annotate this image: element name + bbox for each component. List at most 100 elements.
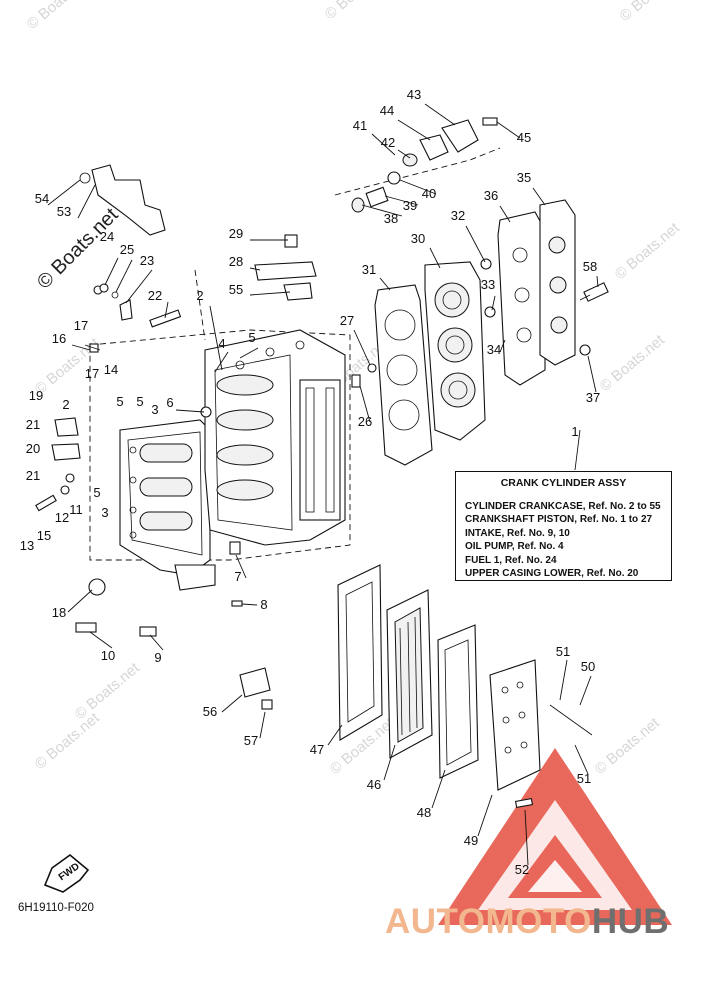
legend-row: CYLINDER CRANKCASE, Ref. No. 2 to 55 bbox=[456, 500, 671, 514]
diagram-code: 6H19110-F020 bbox=[18, 902, 94, 914]
callout-number: 21 bbox=[26, 417, 40, 432]
callout-number: 8 bbox=[260, 597, 267, 612]
legend-row: CRANKSHAFT PISTON, Ref. No. 1 to 27 bbox=[456, 513, 671, 527]
cylinder-block bbox=[204, 329, 346, 546]
callout-number: 57 bbox=[244, 733, 258, 748]
assembly-dashed-outline bbox=[89, 147, 501, 561]
callout-number: 38 bbox=[384, 211, 398, 226]
watermark-text: © Boats.net bbox=[72, 659, 144, 723]
spark-plug bbox=[579, 282, 609, 302]
callout-number: 43 bbox=[407, 87, 421, 102]
callout-number: 47 bbox=[310, 742, 324, 757]
callout-number: 28 bbox=[229, 254, 243, 269]
callout-number: 41 bbox=[353, 118, 367, 133]
callout-number: 5 bbox=[93, 485, 100, 500]
callout-number: 12 bbox=[55, 510, 69, 525]
callout-number: 51 bbox=[577, 771, 591, 786]
legend-row-ref: Ref. No. 1 to 27 bbox=[579, 514, 653, 525]
callout-number: 1 bbox=[571, 424, 578, 439]
hose-clamp bbox=[254, 234, 317, 301]
legend-row-ref: Ref. No. 4 bbox=[517, 541, 564, 552]
callout-number: 14 bbox=[104, 362, 118, 377]
watermark-main: © Boats.net bbox=[33, 204, 123, 294]
callout-number: 24 bbox=[100, 229, 114, 244]
callout-number: 49 bbox=[464, 833, 478, 848]
callout-number: 9 bbox=[154, 650, 161, 665]
legend-row: INTAKE, Ref. No. 9, 10 bbox=[456, 527, 671, 541]
watermark-text: © Boats.net bbox=[597, 331, 669, 395]
legend-row: OIL PUMP, Ref. No. 4 bbox=[456, 540, 671, 554]
legend-row: FUEL 1, Ref. No. 24 bbox=[456, 554, 671, 568]
callout-number: 15 bbox=[37, 528, 51, 543]
callout-number: 44 bbox=[380, 103, 394, 118]
legend-row-label: FUEL 1, bbox=[465, 554, 503, 566]
legend-title: CRANK CYLINDER ASSY bbox=[500, 477, 627, 489]
intake-gasket-47 bbox=[337, 564, 383, 741]
callout-number: 22 bbox=[148, 288, 162, 303]
callout-number: 53 bbox=[57, 204, 71, 219]
callout-number: 5 bbox=[248, 330, 255, 345]
callout-number: 40 bbox=[422, 186, 436, 201]
callout-number: 5 bbox=[136, 394, 143, 409]
callout-number: 23 bbox=[140, 253, 154, 268]
callout-number: 56 bbox=[203, 704, 217, 719]
legend-row-ref: Ref. No. 20 bbox=[586, 568, 639, 579]
callout-number: 7 bbox=[234, 569, 241, 584]
legend-row-label: UPPER CASING LOWER, bbox=[465, 568, 584, 579]
callout-number: 58 bbox=[583, 259, 597, 274]
callout-number: 2 bbox=[62, 397, 69, 412]
callout-number: 19 bbox=[29, 388, 43, 403]
watermark-text: © Boats.net bbox=[24, 0, 96, 33]
callout-number: 51 bbox=[556, 644, 570, 659]
brand-part-2: HUB bbox=[591, 902, 670, 941]
callout-number: 55 bbox=[229, 282, 243, 297]
intake-cover-plate bbox=[489, 659, 593, 808]
callout-number: 48 bbox=[417, 805, 431, 820]
callout-number: 30 bbox=[411, 231, 425, 246]
callout-number: 33 bbox=[481, 277, 495, 292]
fwd-arrow-icon: FWD bbox=[43, 853, 90, 893]
legend-row-label: CRANKSHAFT PISTON, bbox=[465, 514, 578, 525]
watermark-text: © Boats.net bbox=[617, 0, 689, 25]
callout-number: 39 bbox=[403, 198, 417, 213]
bracket-56 bbox=[239, 667, 273, 710]
callout-number: 18 bbox=[52, 605, 66, 620]
brand-triangle-icon bbox=[438, 748, 672, 925]
callout-number: 17 bbox=[85, 366, 99, 381]
callout-number: 25 bbox=[120, 242, 134, 257]
brand-part-1: AUTOMOTO bbox=[385, 902, 592, 941]
legend-row-label: OIL PUMP, bbox=[465, 541, 515, 552]
callout-number: 52 bbox=[515, 862, 529, 877]
callout-number: 46 bbox=[367, 777, 381, 792]
callout-number: 17 bbox=[74, 318, 88, 333]
callout-number: 4 bbox=[218, 336, 225, 351]
watermark-text: © Boats.net bbox=[612, 219, 684, 283]
top-bracket bbox=[79, 164, 166, 236]
callout-number: 42 bbox=[381, 135, 395, 150]
callout-number: 35 bbox=[517, 170, 531, 185]
legend-row-label: CYLINDER CRANKCASE, bbox=[465, 500, 586, 512]
legend-row-label: INTAKE, bbox=[465, 527, 505, 539]
cylinder-head bbox=[424, 261, 486, 441]
small-parts bbox=[35, 258, 591, 637]
assembly-legend-box: CRANK CYLINDER ASSY CYLINDER CRANKCASE, … bbox=[455, 471, 672, 581]
watermark-text: © Boats.net bbox=[32, 709, 104, 773]
legend-row: UPPER CASING LOWER, Ref. No. 20 bbox=[456, 567, 671, 581]
callout-number: 3 bbox=[101, 505, 108, 520]
head-gasket bbox=[374, 284, 433, 466]
callout-number: 37 bbox=[586, 390, 600, 405]
callout-number: 13 bbox=[20, 538, 34, 553]
legend-row-ref: Ref. No. 9, 10 bbox=[507, 527, 570, 539]
watermark-text: © Boats.net bbox=[322, 0, 394, 23]
callout-number: 16 bbox=[52, 331, 66, 346]
legend-row-ref: Ref. No. 2 to 55 bbox=[588, 500, 661, 512]
head-cover bbox=[539, 199, 576, 366]
legend-row-ref: Ref. No. 24 bbox=[504, 554, 557, 566]
callout-number: 54 bbox=[35, 191, 49, 206]
callout-number: 50 bbox=[581, 659, 595, 674]
callout-number: 34 bbox=[487, 342, 501, 357]
thermostat-group bbox=[351, 117, 498, 213]
